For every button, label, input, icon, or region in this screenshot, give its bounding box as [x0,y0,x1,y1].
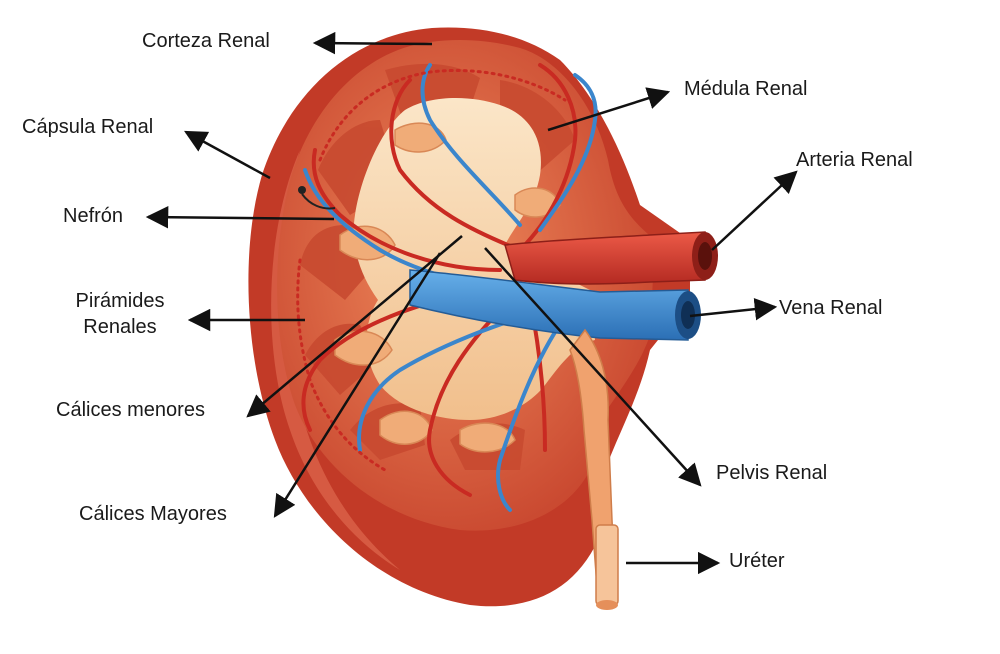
label-corteza-renal: Corteza Renal [142,30,270,52]
label-piramides-line1: Pirámides [75,290,165,312]
label-pelvis-renal: Pelvis Renal [716,462,828,484]
nephron-marker [298,186,336,210]
arrow-pelvis [484,247,702,487]
label-piramides-renales: Pirámides Renales [60,288,180,340]
label-nefron: Nefrón [63,205,124,227]
label-arteria-renal: Arteria Renal [796,149,913,171]
arrow-calices-mayores [273,252,442,518]
label-ureter: Uréter [729,550,785,572]
renal-artery-lumen [698,242,712,270]
arrow-calices-menores [246,235,463,418]
arrow-capsula [184,130,271,180]
arrow-corteza [312,31,433,55]
label-calices-menores: Cálices menores [56,399,205,421]
renal-pelvis [353,98,595,421]
renal-vein [409,269,689,341]
ureter-cut [595,524,619,606]
label-vena-renal: Vena Renal [779,297,883,319]
arcuate-vessels [296,68,567,472]
renal-vein-lumen [681,301,695,329]
ureter-opening [596,600,618,610]
label-piramides-line2: Renales [83,316,157,338]
arrow-nefron [145,205,335,229]
leader-lines [145,31,798,575]
label-medula-renal: Médula Renal [684,78,808,100]
label-calices-mayores: Cálices Mayores [79,503,227,525]
arrow-vena [689,297,778,321]
arrow-arteria [711,170,798,251]
label-capsula-renal: Cápsula Renal [22,116,154,138]
arrow-medula [547,87,671,132]
